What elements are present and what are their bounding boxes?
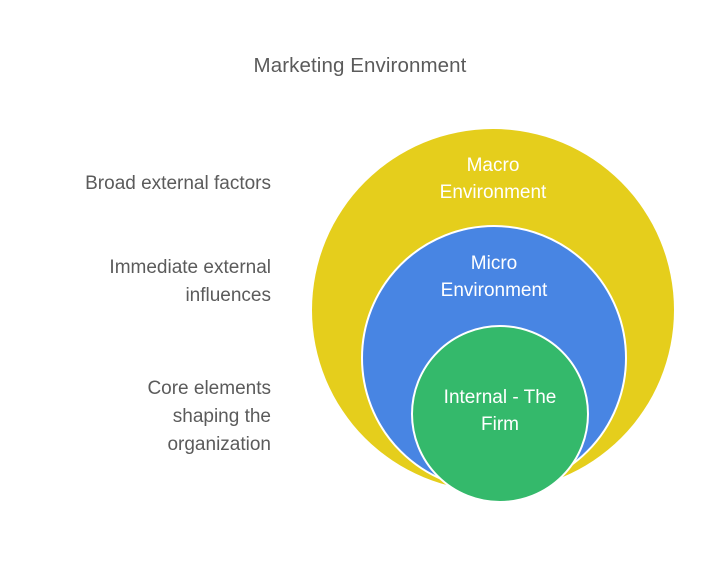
caption-line: shaping the xyxy=(172,406,271,427)
page-title: Marketing Environment xyxy=(253,54,467,77)
circle-label-line: Macro xyxy=(466,155,520,176)
circle-label-line: Micro xyxy=(470,253,518,274)
caption-broad-external-factors: Broad external factors xyxy=(85,170,271,198)
caption-line: Broad external factors xyxy=(85,173,271,194)
caption-line: organization xyxy=(167,434,271,455)
circle-internal-the-firm: Internal - The Firm xyxy=(411,325,589,503)
circle-label-line: Environment xyxy=(440,280,548,301)
circle-micro-environment-label: Micro Environment xyxy=(441,250,548,304)
circle-label-line: Internal - The xyxy=(443,387,557,408)
caption-core-elements: Core elements shaping the organization xyxy=(147,375,271,459)
caption-line: Immediate external xyxy=(109,257,271,278)
circle-macro-environment-label: Macro Environment xyxy=(440,152,547,206)
circle-label-line: Firm xyxy=(481,414,519,435)
circle-internal-the-firm-label: Internal - The Firm xyxy=(444,384,557,438)
caption-immediate-external-influences: Immediate external influences xyxy=(109,254,271,310)
caption-line: influences xyxy=(185,285,271,306)
caption-line: Core elements xyxy=(147,378,271,399)
circle-label-line: Environment xyxy=(439,182,547,203)
